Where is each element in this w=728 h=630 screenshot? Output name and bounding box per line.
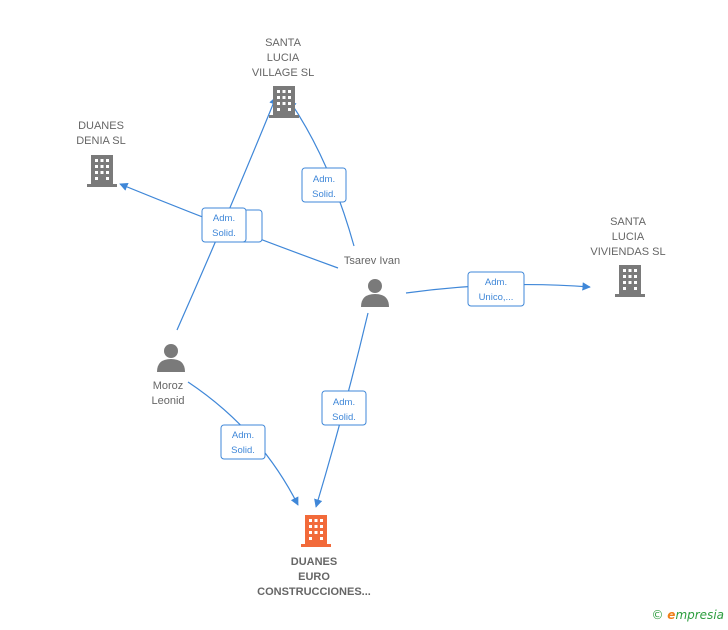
edge-label-line-2: Solid. <box>212 228 236 239</box>
node-label-line-3: CONSTRUCCIONES... <box>257 586 371 598</box>
building-icon <box>269 86 299 118</box>
edge-labels: .. Adm. Solid. Adm. Solid. Adm. Unico,..… <box>201 167 525 460</box>
node-label-line-2: LUCIA <box>612 231 645 243</box>
edge-label-line-1: Adm. <box>232 430 254 441</box>
node-label-line-1: SANTA <box>610 216 647 228</box>
edge-label-line-2: Unico,... <box>479 292 514 303</box>
brand-initial: e <box>667 608 676 622</box>
node-santa-lucia-village[interactable]: SANTA LUCIA VILLAGE SL <box>252 37 314 118</box>
edge-label-line-1: Adm. <box>333 397 355 408</box>
edge-label-line-1: Adm. <box>485 277 507 288</box>
building-icon <box>615 265 645 297</box>
node-label-line-2: Leonid <box>151 395 184 407</box>
node-label-line-1: Tsarev Ivan <box>344 255 400 267</box>
node-tsarev-ivan[interactable]: Tsarev Ivan <box>344 255 400 307</box>
node-label-line-1: DUANES <box>78 120 124 132</box>
edge-label-line-2: Solid. <box>231 445 255 456</box>
node-label-line-1: Moroz <box>153 380 184 392</box>
edge-label-line-1: Adm. <box>213 213 235 224</box>
brand-name: mpresia <box>675 608 724 622</box>
node-label-line-1: DUANES <box>291 556 337 568</box>
node-label-line-2: DENIA SL <box>76 135 126 147</box>
node-label-line-3: VIVIENDAS SL <box>590 246 665 258</box>
node-duanes-denia[interactable]: DUANES DENIA SL <box>76 120 126 187</box>
edge-label-line-2: Solid. <box>312 189 336 200</box>
edge-label-moroz-euro[interactable]: Adm. Solid. <box>220 424 266 460</box>
node-duanes-euro-construcciones[interactable]: DUANES EURO CONSTRUCCIONES... <box>257 515 371 598</box>
edge-label-tsarev-village[interactable]: Adm. Solid. <box>301 167 347 203</box>
edge-tsarev-village[interactable] <box>288 99 355 247</box>
edge-label-moroz-village[interactable]: Adm. Solid. <box>201 207 247 243</box>
building-icon <box>301 515 331 547</box>
edge-label-line-1: Adm. <box>313 174 335 185</box>
node-label-line-2: LUCIA <box>267 52 300 64</box>
edge-label-tsarev-euro[interactable]: Adm. Solid. <box>321 390 367 426</box>
node-santa-lucia-viviendas[interactable]: SANTA LUCIA VIVIENDAS SL <box>590 216 666 297</box>
edge-label-line-2: Solid. <box>332 412 356 423</box>
building-icon <box>87 155 117 187</box>
copyright-symbol: © <box>651 608 664 622</box>
node-label-line-2: EURO <box>298 571 330 583</box>
node-label-line-1: SANTA <box>265 37 302 49</box>
node-moroz-leonid[interactable]: Moroz Leonid <box>151 344 185 407</box>
empresia-watermark: © empresia <box>651 608 724 622</box>
person-icon <box>361 279 389 307</box>
node-label-line-3: VILLAGE SL <box>252 67 314 79</box>
person-icon <box>157 344 185 372</box>
edge-label-tsarev-viviendas[interactable]: Adm. Unico,... <box>467 271 525 307</box>
